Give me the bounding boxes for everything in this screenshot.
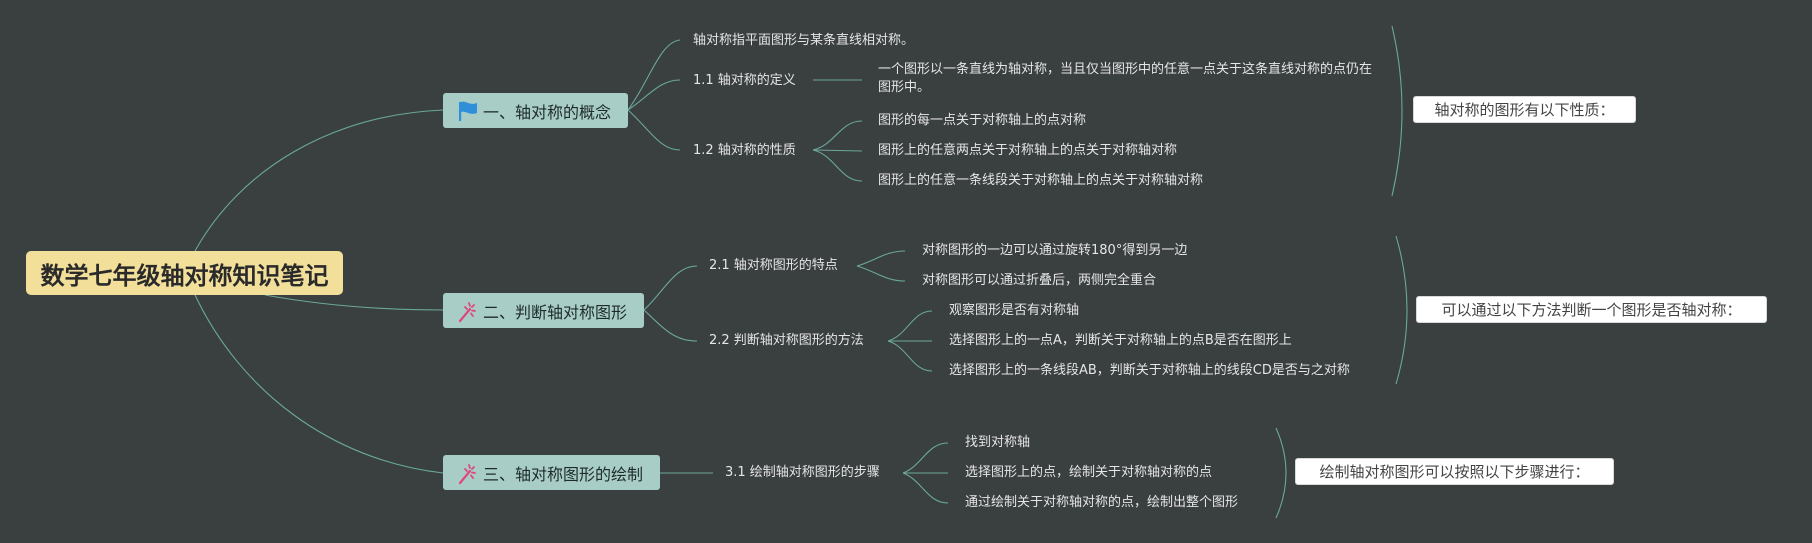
connector-t3-bracket (1275, 427, 1287, 519)
connector-t1-sub2-leaf2 (812, 149, 863, 152)
connector-t1-intro (627, 39, 681, 111)
topic-1-intro[interactable]: 轴对称指平面图形与某条直线相对称。 (693, 33, 915, 48)
connector-t2-sub1 (643, 265, 698, 311)
connector-root-topic-1 (194, 109, 444, 252)
connector-t2-sub1-leaf1 (856, 250, 906, 267)
connector-t1-bracket (1391, 25, 1403, 197)
connector-t2-sub2-leaf3 (887, 340, 933, 372)
leaf-2-2-1[interactable]: 观察图形是否有对称轴 (949, 303, 1080, 318)
callout-summary-2[interactable]: 可以通过以下方法判断一个图形是否轴对称： (1416, 296, 1767, 323)
connector-t2-sub1-leaf2 (856, 265, 906, 282)
connector-t2-sub2-leaf1 (887, 310, 933, 342)
root-topic[interactable]: 数学七年级轴对称知识笔记 (26, 251, 343, 295)
callout-summary-3[interactable]: 绘制轴对称图形可以按照以下步骤进行： (1295, 458, 1614, 485)
topic-label: 三、轴对称图形的绘制 (483, 464, 644, 484)
leaf-2-2-2[interactable]: 选择图形上的一点A，判断关于对称轴上的点B是否在图形上 (949, 333, 1292, 348)
subtopic-3-1[interactable]: 3.1 绘制轴对称图形的步骤 (725, 465, 880, 480)
leaf-3-1-3[interactable]: 通过绘制关于对称轴对称的点，绘制出整个图形 (965, 495, 1239, 510)
callout-summary-1[interactable]: 轴对称的图形有以下性质： (1413, 96, 1636, 123)
connector-t2-sub2 (643, 309, 698, 342)
subtopic-2-2[interactable]: 2.2 判断轴对称图形的方法 (709, 333, 864, 348)
connector-t1-sub1 (627, 79, 681, 111)
leaf-1-2-3[interactable]: 图形上的任意一条线段关于对称轴上的点关于对称轴对称 (878, 173, 1204, 188)
connector-t3-sub1-leaf1 (902, 442, 949, 474)
connector-root-topic-3 (194, 294, 444, 474)
connector-t1-sub2-leaf3 (812, 149, 863, 182)
subtopic-1-2[interactable]: 1.2 轴对称的性质 (693, 143, 796, 158)
connector-t1-sub2 (627, 109, 681, 151)
connector-t3-sub1-leaf3 (902, 472, 949, 504)
subtopic-1-1[interactable]: 1.1 轴对称的定义 (693, 73, 796, 88)
leaf-3-1-2[interactable]: 选择图形上的点，绘制关于对称轴对称的点 (965, 465, 1213, 480)
connector-root-topic-2 (264, 294, 444, 311)
leaf-2-1-2[interactable]: 对称图形可以通过折叠后，两侧完全重合 (922, 273, 1157, 288)
leaf-1-2-1[interactable]: 图形的每一点关于对称轴上的点对称 (878, 113, 1087, 128)
sparkle-icon (457, 299, 479, 323)
connector-t2-bracket (1395, 235, 1408, 385)
blue-flag-icon (457, 99, 479, 123)
topic-label: 一、轴对称的概念 (483, 102, 612, 122)
leaf-2-1-1[interactable]: 对称图形的一边可以通过旋转180°得到另一边 (922, 243, 1188, 258)
topic-draw-symmetry[interactable]: 三、轴对称图形的绘制 (443, 455, 660, 490)
topic-axis-symmetry-concept[interactable]: 一、轴对称的概念 (443, 93, 628, 128)
root-topic-label: 数学七年级轴对称知识笔记 (40, 261, 329, 290)
leaf-3-1-1[interactable]: 找到对称轴 (965, 435, 1031, 450)
leaf-1-2-2[interactable]: 图形上的任意两点关于对称轴上的点关于对称轴对称 (878, 143, 1178, 158)
leaf-1-1-1[interactable]: 一个图形以一条直线为轴对称，当且仅当图形中的任意一点关于这条直线对称的点仍在图形… (878, 62, 1373, 95)
sparkle-icon (457, 461, 479, 485)
subtopic-2-1[interactable]: 2.1 轴对称图形的特点 (709, 258, 838, 273)
leaf-2-2-3[interactable]: 选择图形上的一条线段AB，判断关于对称轴上的线段CD是否与之对称 (949, 363, 1350, 378)
connector-t1-sub2-leaf1 (812, 120, 863, 151)
topic-label: 二、判断轴对称图形 (483, 302, 628, 322)
topic-judge-symmetry[interactable]: 二、判断轴对称图形 (443, 293, 644, 328)
